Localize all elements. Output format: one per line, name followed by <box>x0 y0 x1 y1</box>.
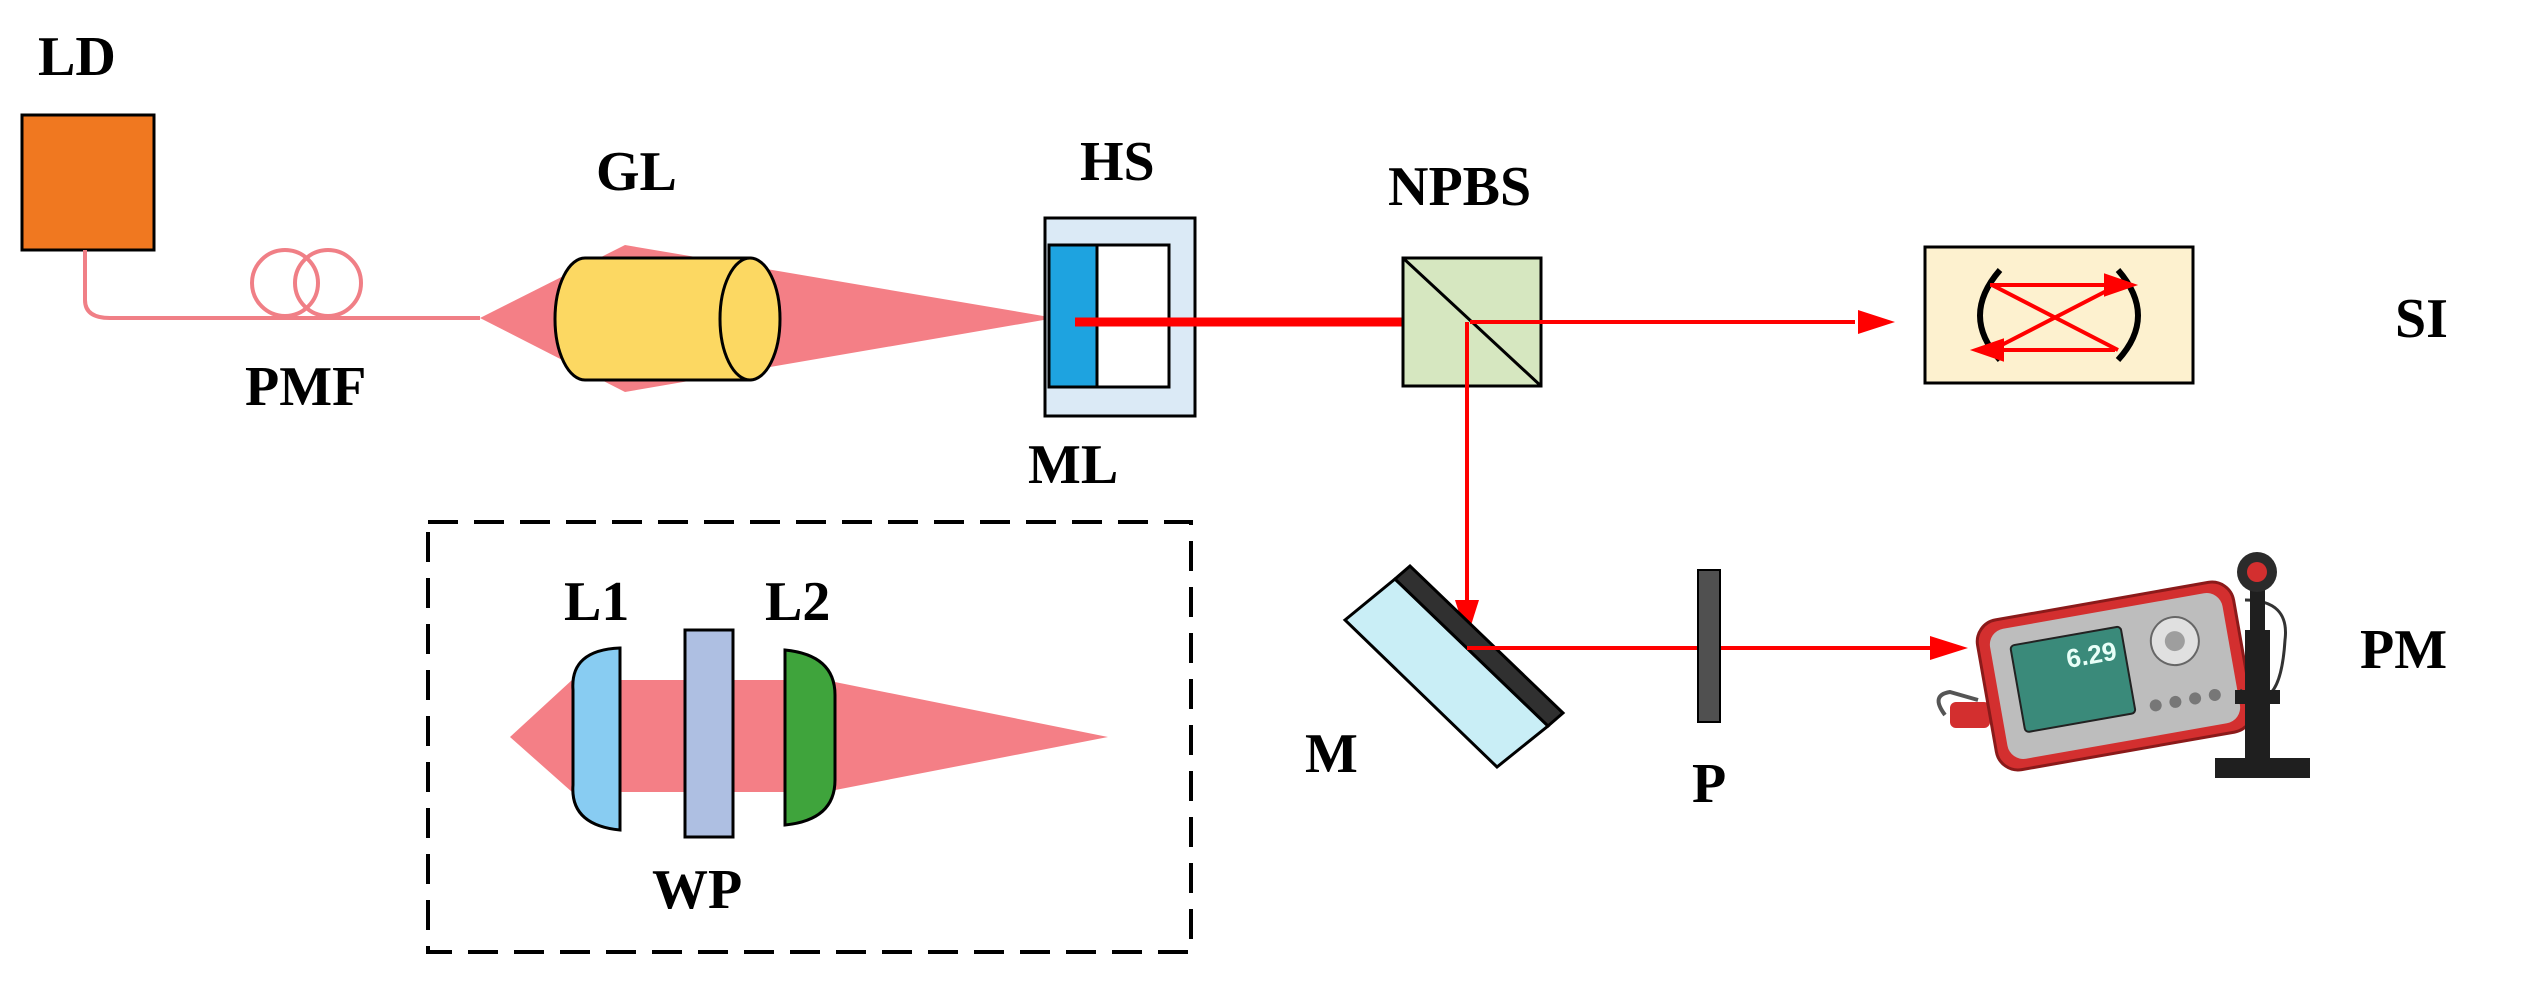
label-ml: ML <box>1028 434 1118 496</box>
microlens <box>1047 243 1099 389</box>
label-pm: PM <box>2360 619 2447 681</box>
label-pmf: PMF <box>245 356 366 418</box>
label-l1: L1 <box>564 571 629 633</box>
label-l2: L2 <box>765 571 830 633</box>
lens-l2 <box>783 648 837 827</box>
label-p: P <box>1692 753 1726 815</box>
label-ld: LD <box>38 26 116 88</box>
label-npbs: NPBS <box>1388 156 1531 218</box>
fiber-coil <box>250 248 363 318</box>
interferometer-beams <box>1969 273 2139 362</box>
beam-to-pm-arrowhead <box>1930 636 1968 660</box>
mirror <box>1342 563 1566 769</box>
beam-to-si-arrowhead <box>1858 310 1895 334</box>
inset-box <box>426 520 1193 954</box>
heat-sink-cavity <box>1095 243 1171 389</box>
laser-diode <box>20 113 156 252</box>
fiber <box>83 250 480 320</box>
label-si: SI <box>2395 288 2448 350</box>
grin-lens <box>553 256 782 382</box>
label-wp: WP <box>652 859 742 921</box>
label-m: M <box>1305 723 1358 785</box>
label-gl: GL <box>596 141 677 203</box>
power-meter <box>1936 552 2310 778</box>
label-hs: HS <box>1080 131 1155 193</box>
wave-plate <box>683 628 735 839</box>
lens-l1 <box>571 646 622 832</box>
polarizer <box>1697 569 1721 723</box>
